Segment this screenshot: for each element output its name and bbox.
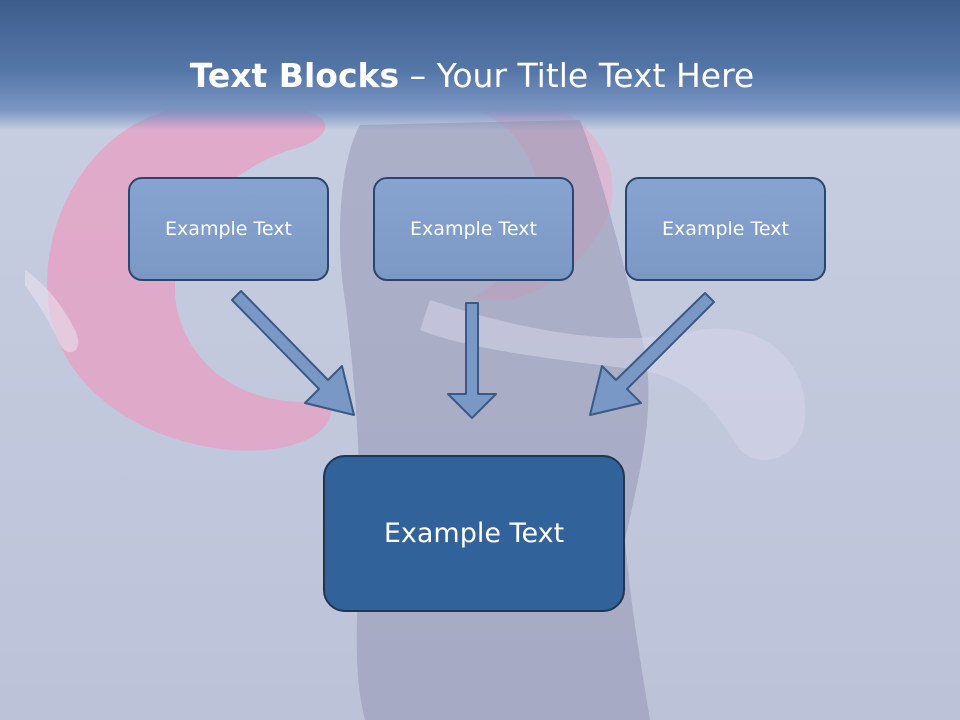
title-bar [0,0,960,130]
text-box-main-label: Example Text [383,518,565,549]
arrow-right [589,292,715,416]
text-box-main[interactable]: Example Text [323,455,625,612]
text-box-1[interactable]: Example Text [128,177,329,281]
title-bold: Text Blocks [189,56,400,95]
title-dash: – [399,56,437,95]
text-box-2[interactable]: Example Text [373,177,574,281]
text-box-3[interactable]: Example Text [625,177,826,281]
text-box-1-label: Example Text [165,218,292,240]
figure-hand-left [25,270,79,353]
title-rest: Your Title Text Here [436,56,755,95]
slide-title: Text Blocks – Your Title Text Here [0,56,944,95]
arrow-center [447,302,497,419]
text-box-3-label: Example Text [662,218,789,240]
arrow-left [231,290,355,416]
pink-ring-shape [47,110,332,451]
figure-arm [420,300,806,460]
text-box-2-label: Example Text [410,218,537,240]
